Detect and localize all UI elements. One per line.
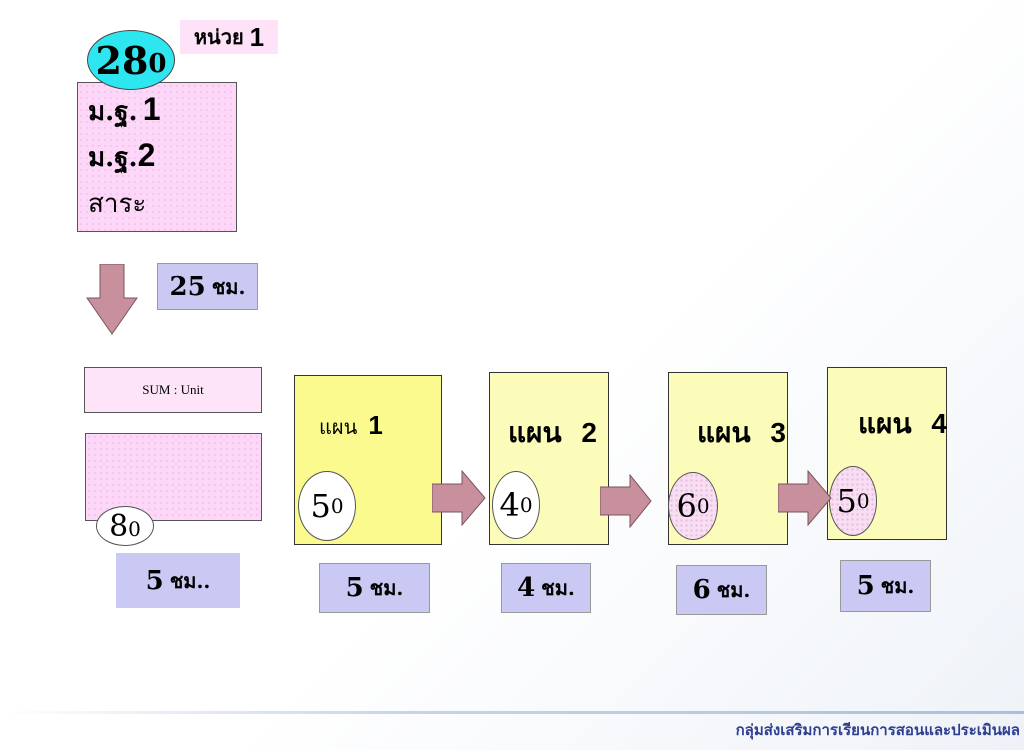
- plan-1-label: แผน 1: [319, 410, 383, 443]
- total-hours-unit: ชม.: [211, 274, 246, 299]
- total-score-small: 0: [148, 49, 167, 79]
- plan-2-hours-num: 4: [517, 573, 536, 603]
- standard-1: ม.ฐ. 1: [88, 91, 236, 137]
- plan-3-score-big: 6: [676, 487, 697, 525]
- plan-2-hours-unit: ชม.: [541, 576, 575, 600]
- total-score-big: 28: [95, 37, 149, 83]
- plan-4-label: แผน 4: [858, 402, 947, 446]
- standard-3: สาระ: [88, 183, 236, 224]
- plan-2-label: แผน 2: [508, 411, 597, 455]
- sum-hours-unit: ชม..: [169, 568, 211, 593]
- standard-2-text: ม.ฐ.: [88, 143, 138, 173]
- plan-3-label-num: 3: [770, 417, 786, 448]
- plan-2-label-text: แผน: [508, 416, 562, 449]
- standard-1-text: ม.ฐ.: [88, 97, 138, 127]
- plan-2-score-big: 4: [499, 486, 520, 524]
- plan-1-label-text: แผน: [319, 415, 358, 439]
- plan-3-hours-num: 6: [692, 575, 711, 605]
- sum-score-small: 0: [128, 517, 141, 541]
- standard-1-num: 1: [142, 91, 161, 127]
- right-arrow-icon-1: [432, 470, 486, 526]
- sum-unit-label: SUM : Unit: [142, 382, 204, 397]
- plan-2-label-num: 2: [581, 417, 597, 448]
- plan-1-hours-num: 5: [345, 573, 364, 603]
- standard-2: ม.ฐ.2: [88, 137, 236, 183]
- standard-3-text: สาระ: [88, 189, 147, 219]
- unit-label-text: หน่วย: [193, 25, 244, 49]
- plan-4-hours-unit: ชม.: [880, 574, 915, 598]
- footer-text: กลุ่มส่งเสริมการเรียนการสอนและประเมินผล: [735, 721, 1020, 739]
- plan-3-label: แผน 3: [697, 411, 786, 455]
- sum-hours-num: 5: [145, 565, 164, 596]
- standard-2-num: 2: [137, 137, 156, 173]
- standards-box: ม.ฐ. 1 ม.ฐ.2 สาระ: [77, 82, 237, 232]
- plan-4-score-small: 0: [856, 489, 870, 513]
- right-arrow-icon-3: [778, 470, 832, 526]
- plan-3-label-text: แผน: [697, 416, 751, 449]
- plan-1-label-num: 1: [368, 410, 383, 440]
- plan-4-label-text: แผน: [858, 407, 912, 440]
- unit-label: หน่วย 1: [180, 20, 278, 54]
- plan-1-score-big: 5: [310, 487, 331, 525]
- down-arrow-icon: [86, 264, 138, 335]
- plan-4-card: แผน 4: [827, 367, 947, 540]
- plan-4-label-num: 4: [931, 408, 947, 439]
- right-arrow-icon-2: [600, 474, 652, 528]
- plan-1-score-small: 0: [330, 494, 344, 518]
- plan-1-card: แผน 1: [294, 375, 442, 545]
- unit-label-num: 1: [249, 21, 265, 52]
- footer-line: [0, 711, 1024, 714]
- plan-2-score-small: 0: [519, 493, 533, 517]
- plan-1-hours-unit: ชม.: [369, 576, 404, 600]
- plan-3-score-small: 0: [696, 494, 710, 518]
- plan-4-hours-num: 5: [856, 571, 875, 601]
- plan-3-hours-unit: ชม.: [716, 578, 751, 602]
- sum-unit-box: SUM : Unit: [84, 367, 262, 413]
- plan-4-score-big: 5: [836, 482, 857, 520]
- total-hours-num: 25: [169, 271, 206, 302]
- plan-2-card: แผน 2: [489, 372, 609, 545]
- sum-score-big: 8: [109, 508, 129, 544]
